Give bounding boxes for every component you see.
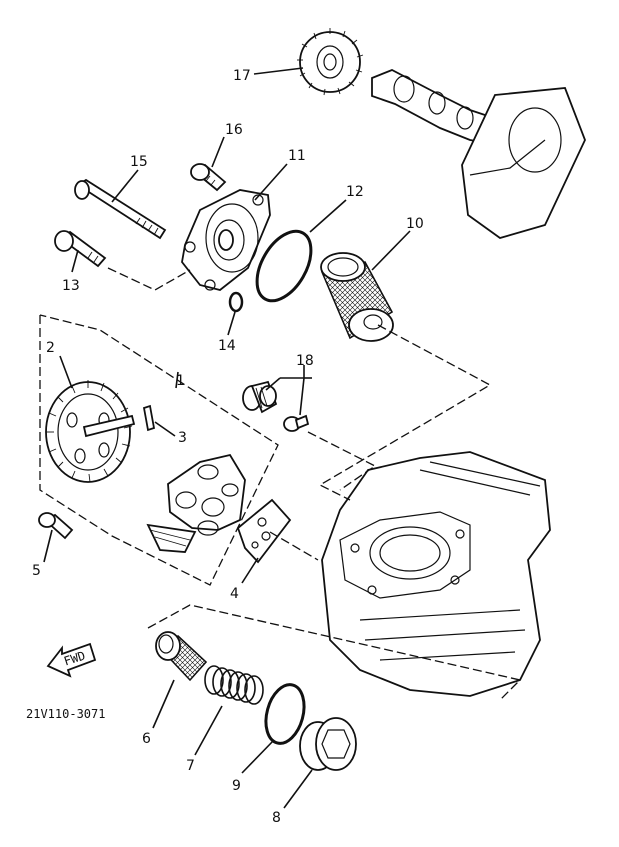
bolt-18 bbox=[283, 414, 310, 432]
o-ring-9 bbox=[264, 683, 306, 745]
fwd-arrow-icon: FWD bbox=[46, 642, 97, 678]
cylinder-block bbox=[321, 451, 551, 697]
label-17: 17 bbox=[233, 68, 251, 84]
bolt-15 bbox=[74, 178, 167, 240]
label-13: 13 bbox=[62, 278, 80, 294]
gasket-4 bbox=[236, 498, 292, 564]
pump-assembly-outline bbox=[39, 314, 279, 586]
label-1: 1 bbox=[176, 373, 185, 389]
label-7: 7 bbox=[186, 758, 195, 774]
pump-body bbox=[146, 453, 246, 553]
o-ring-14 bbox=[228, 291, 244, 313]
bolt-16 bbox=[190, 163, 227, 192]
label-16: 16 bbox=[225, 122, 243, 138]
label-10: 10 bbox=[406, 216, 424, 232]
label-11: 11 bbox=[288, 148, 306, 164]
plug-18 bbox=[242, 380, 278, 414]
label-5: 5 bbox=[32, 563, 41, 579]
filter-routing-line bbox=[318, 324, 492, 501]
part-labels: 17 16 11 15 12 10 13 14 18 1 2 3 5 4 6 7… bbox=[26, 68, 424, 826]
label-2: 2 bbox=[46, 340, 55, 356]
label-9: 9 bbox=[232, 778, 241, 794]
strainer-6 bbox=[155, 631, 208, 682]
o-ring-12 bbox=[255, 229, 313, 303]
fwd-label: FWD bbox=[62, 648, 87, 668]
cover-routing-line bbox=[107, 267, 191, 291]
label-12: 12 bbox=[346, 184, 364, 200]
camshaft-sprocket bbox=[297, 28, 364, 96]
label-8: 8 bbox=[272, 810, 281, 826]
drain-plug-8 bbox=[299, 717, 357, 771]
bolt-13 bbox=[54, 230, 107, 268]
screw-5 bbox=[38, 512, 74, 540]
label-14: 14 bbox=[218, 338, 236, 354]
oil-filter-cover bbox=[181, 189, 271, 291]
label-4: 4 bbox=[230, 586, 239, 602]
dowel-pin-3 bbox=[142, 404, 156, 432]
camshaft bbox=[371, 69, 586, 239]
pump-drive-gear bbox=[45, 380, 136, 483]
leader-lines bbox=[43, 67, 411, 809]
oil-filter-element bbox=[320, 252, 394, 342]
gasket-routing-line bbox=[269, 531, 319, 561]
diagram-code: 21V110-3071 bbox=[26, 707, 105, 721]
spring-7 bbox=[204, 665, 264, 705]
label-18: 18 bbox=[296, 353, 314, 369]
label-15: 15 bbox=[130, 154, 148, 170]
label-3: 3 bbox=[178, 430, 187, 446]
label-6: 6 bbox=[142, 731, 151, 747]
